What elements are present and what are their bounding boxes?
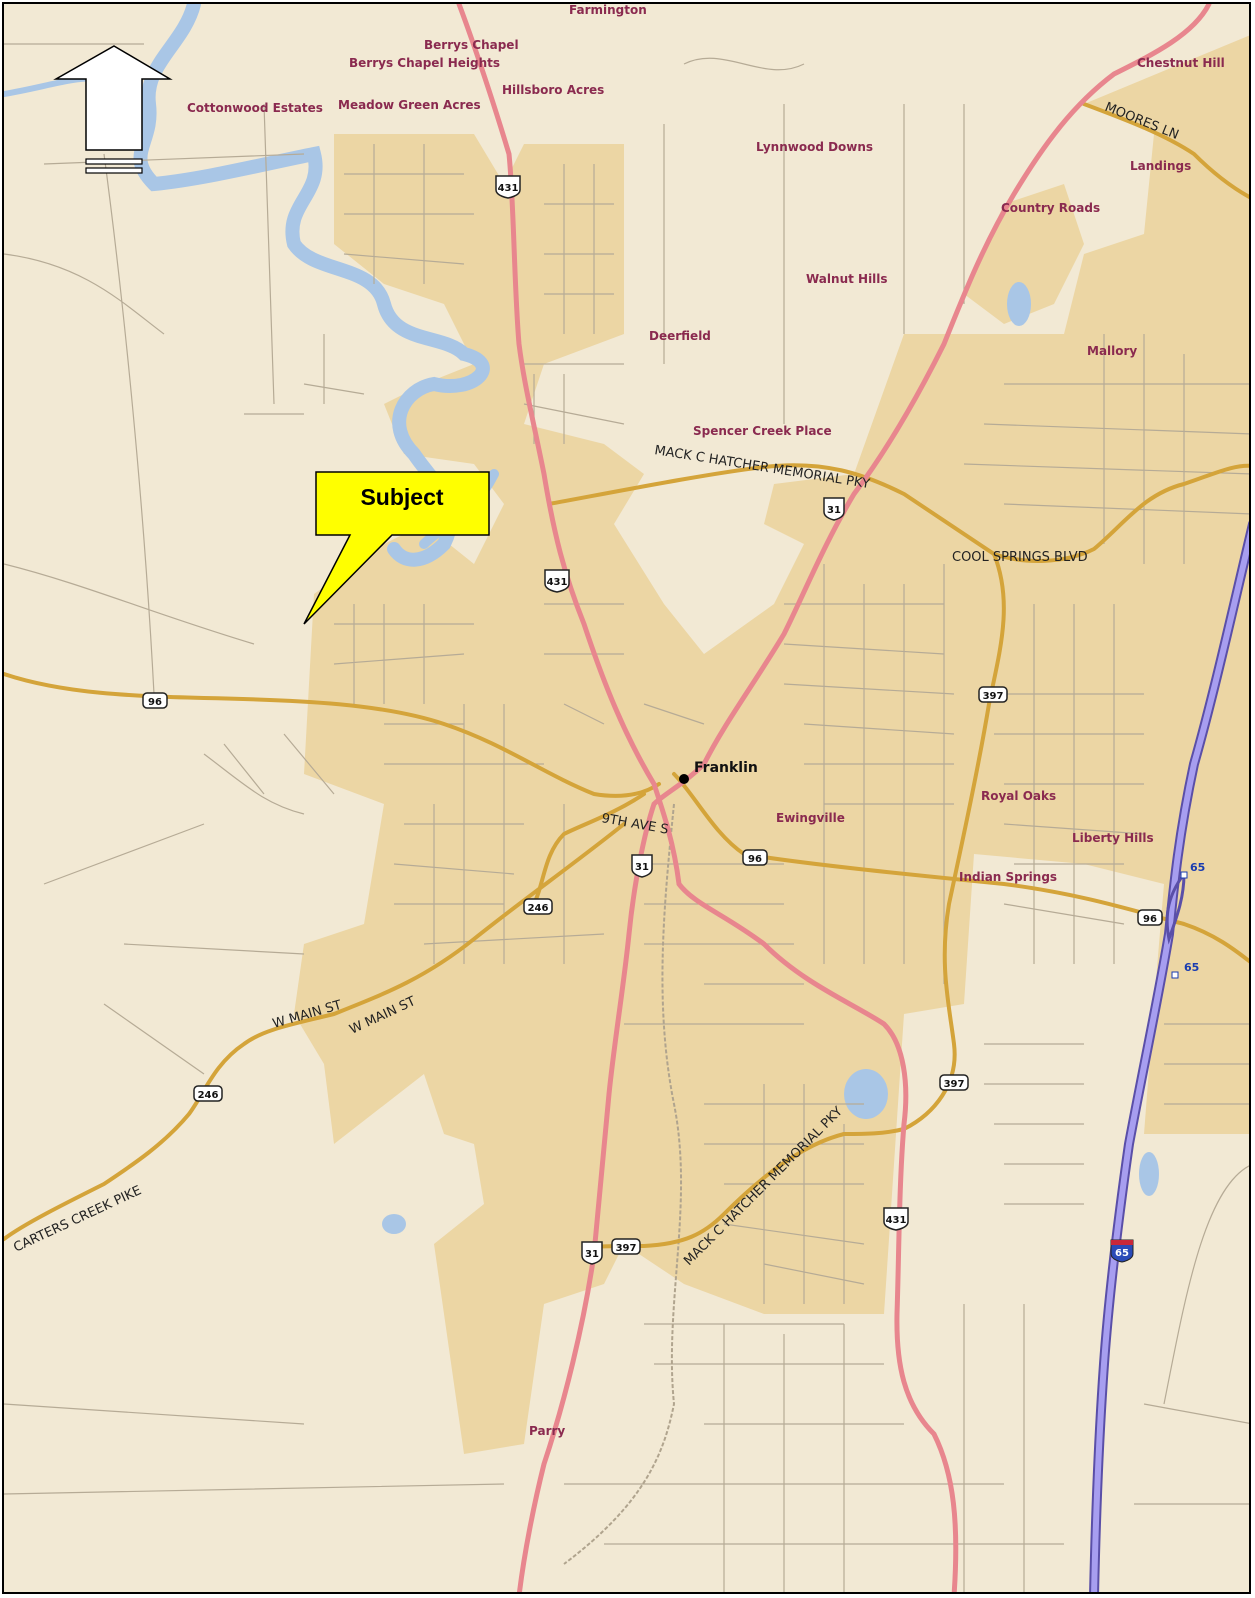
shield-i-65: 65 — [1171, 961, 1199, 979]
interstate-65 — [1089, 521, 1249, 1592]
place-label: Mallory — [1087, 344, 1137, 358]
svg-text:96: 96 — [748, 854, 762, 865]
svg-text:31: 31 — [585, 1249, 599, 1260]
w-main-st — [532, 792, 646, 906]
place-label: Cottonwood Estates — [187, 101, 323, 115]
shield-sr-397: 397 — [939, 1074, 969, 1091]
city-label-franklin: Franklin — [694, 760, 758, 776]
place-label: Royal Oaks — [981, 789, 1056, 803]
svg-text:397: 397 — [616, 1243, 637, 1254]
svg-text:246: 246 — [528, 903, 549, 914]
us-431-north — [456, 4, 959, 1592]
urban-areas — [294, 35, 1249, 1454]
svg-text:431: 431 — [547, 577, 568, 588]
local-streets — [4, 43, 1249, 1592]
shield-sr-96: 96 — [742, 849, 768, 866]
shield-us-431: 431 — [883, 1207, 909, 1231]
callout-label: Subject — [360, 484, 443, 510]
svg-text:397: 397 — [983, 691, 1004, 702]
highway-shields: 431 431 431 31 31 31 96 96 — [142, 175, 1205, 1265]
ponds — [382, 282, 1159, 1234]
road-label: MACK C HATCHER MEMORIAL PKY — [653, 443, 870, 492]
shield-sr-397: 397 — [611, 1238, 641, 1255]
svg-text:431: 431 — [498, 183, 519, 194]
shield-sr-96: 96 — [142, 692, 168, 709]
shield-i-65: 65 — [1110, 1239, 1134, 1263]
place-label: Lynnwood Downs — [756, 140, 873, 154]
shield-i-65: 65 — [1180, 861, 1205, 879]
place-label: Meadow Green Acres — [338, 98, 481, 112]
place-label: Indian Springs — [959, 870, 1057, 884]
place-label: Chestnut Hill — [1137, 56, 1225, 70]
road-label: COOL SPRINGS BLVD — [952, 550, 1088, 565]
svg-text:96: 96 — [1143, 914, 1157, 925]
route-246 — [4, 822, 626, 1241]
shield-us-31: 31 — [823, 497, 845, 521]
svg-text:31: 31 — [635, 862, 649, 873]
place-label: Farmington — [569, 4, 647, 17]
svg-text:431: 431 — [886, 1215, 907, 1226]
route-397-east — [842, 552, 1006, 1136]
route-96-east — [672, 772, 1249, 964]
svg-text:31: 31 — [827, 505, 841, 516]
place-label: Walnut Hills — [806, 272, 888, 286]
shield-us-31: 31 — [581, 1241, 603, 1265]
mack-c-hatcher-north — [547, 463, 1249, 563]
place-label: Spencer Creek Place — [693, 424, 832, 438]
north-arrow-icon — [53, 45, 173, 174]
shield-us-31: 31 — [631, 854, 653, 878]
shield-sr-246: 246 — [193, 1085, 223, 1102]
place-label: Parry — [529, 1424, 565, 1438]
svg-text:246: 246 — [198, 1090, 219, 1101]
svg-text:65: 65 — [1190, 861, 1205, 874]
svg-text:397: 397 — [944, 1079, 965, 1090]
place-label: Country Roads — [1001, 201, 1100, 215]
place-label: Ewingville — [776, 811, 845, 825]
place-label: Berrys Chapel — [424, 38, 519, 52]
route-96-west — [4, 672, 661, 798]
subject-callout[interactable]: Subject — [303, 471, 490, 625]
map-canvas: Franklin Farmington Berrys Chapel Berrys… — [4, 4, 1249, 1592]
svg-text:96: 96 — [148, 697, 162, 708]
franklin-marker[interactable]: Franklin — [679, 760, 758, 784]
place-label: Hillsboro Acres — [502, 83, 604, 97]
svg-text:65: 65 — [1115, 1248, 1129, 1259]
place-label: Berrys Chapel Heights — [349, 56, 500, 70]
svg-text:65: 65 — [1184, 961, 1199, 974]
place-label: Landings — [1130, 159, 1191, 173]
place-labels: Farmington Berrys Chapel Berrys Chapel H… — [187, 4, 1225, 1438]
moores-ln — [1082, 102, 1249, 200]
shield-sr-397: 397 — [978, 686, 1008, 703]
place-label: Liberty Hills — [1072, 831, 1154, 845]
state-roads — [4, 102, 1249, 1249]
road-label: CARTERS CREEK PIKE — [11, 1183, 144, 1255]
shield-us-431: 431 — [544, 569, 570, 593]
shield-sr-96: 96 — [1137, 909, 1163, 926]
shield-sr-246: 246 — [523, 898, 553, 915]
shield-us-431: 431 — [495, 175, 521, 199]
place-label: Deerfield — [649, 329, 711, 343]
